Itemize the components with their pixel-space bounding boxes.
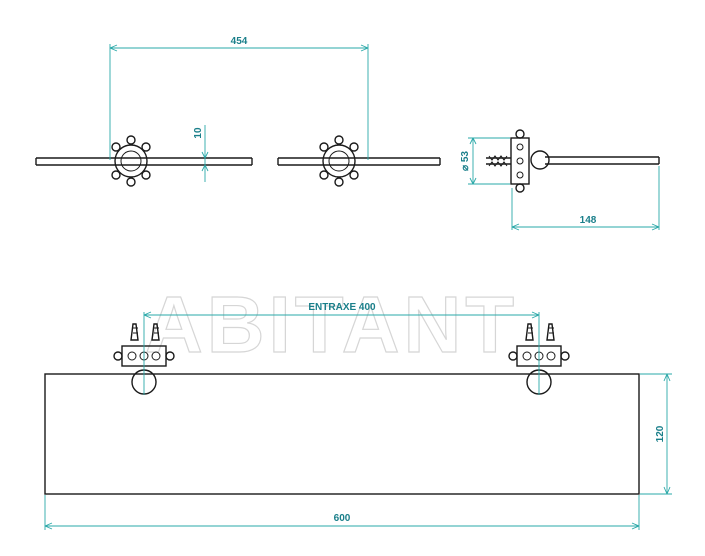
dim-height-120: 120 xyxy=(640,373,672,495)
side-knob xyxy=(530,150,550,170)
front-glass-panel xyxy=(44,373,640,495)
dim-width-454: 454 xyxy=(109,36,369,160)
top-bracket-left xyxy=(111,135,151,187)
dim-width-label: 454 xyxy=(231,36,248,47)
front-view: ENTRAXE 400 120 600 xyxy=(44,302,672,530)
top-shelf-right xyxy=(277,157,441,166)
dim-thickness-10: 10 xyxy=(193,125,209,182)
dim-entraxe-label: ENTRAXE 400 xyxy=(308,302,376,313)
top-view: 454 10 xyxy=(35,36,441,187)
dim-entraxe-400: ENTRAXE 400 xyxy=(143,302,540,319)
dim-length-600: 600 xyxy=(44,495,640,530)
front-bracket-right xyxy=(508,312,570,395)
dim-depth-label: 148 xyxy=(580,215,597,226)
dim-depth-148: 148 xyxy=(511,166,660,231)
dim-length-label: 600 xyxy=(334,513,351,524)
front-bracket-left xyxy=(113,312,175,395)
side-wall-plate xyxy=(510,129,530,193)
top-bracket-right xyxy=(319,135,359,187)
side-view: ⌀ 53 148 xyxy=(460,129,660,231)
dim-diameter-53: ⌀ 53 xyxy=(460,137,510,185)
side-shelf xyxy=(545,156,660,165)
top-shelf-left xyxy=(35,157,253,166)
side-screw-anchor xyxy=(486,155,511,167)
dim-thickness-label: 10 xyxy=(193,127,204,139)
abitant-watermark: ABITANT xyxy=(145,280,518,369)
dim-diameter-label: ⌀ 53 xyxy=(460,151,471,171)
dim-height-label: 120 xyxy=(655,425,666,442)
